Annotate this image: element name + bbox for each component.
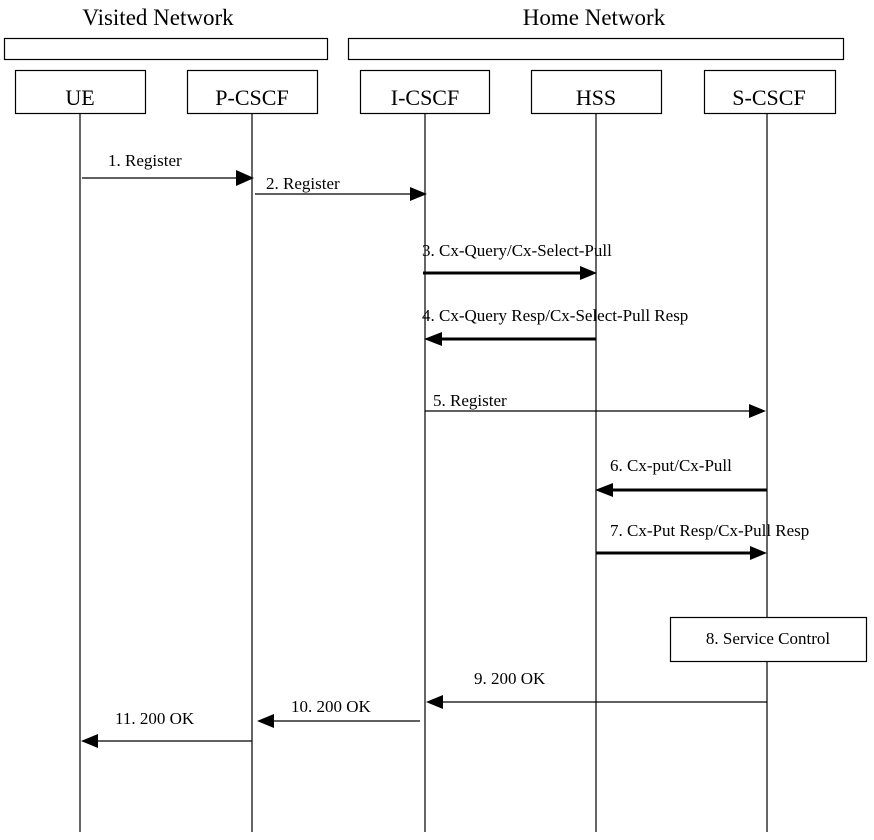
visited-network-title: Visited Network xyxy=(82,5,234,30)
message-10: 10. 200 OK xyxy=(257,697,420,728)
message-9: 9. 200 OK xyxy=(426,669,767,709)
message-11: 11. 200 OK xyxy=(81,709,252,748)
message-3-label: 3. Cx-Query/Cx-Select-Pull xyxy=(422,241,612,260)
message-10-arrowhead xyxy=(257,714,274,728)
service-control-box: 8. Service Control xyxy=(669,616,868,663)
message-10-label: 10. 200 OK xyxy=(291,697,372,716)
visited-network-bar xyxy=(3,37,329,61)
message-6-label: 6. Cx-put/Cx-Pull xyxy=(610,456,732,475)
message-1-label: 1. Register xyxy=(108,151,182,170)
message-7-label: 7. Cx-Put Resp/Cx-Pull Resp xyxy=(610,521,809,540)
message-1-arrowhead xyxy=(236,170,254,186)
message-9-label: 9. 200 OK xyxy=(474,669,546,688)
message-11-label: 11. 200 OK xyxy=(115,709,195,728)
entity-ue-label: UE xyxy=(65,85,94,110)
message-7: 7. Cx-Put Resp/Cx-Pull Resp xyxy=(596,521,809,560)
message-9-arrowhead xyxy=(426,695,443,709)
entity-s-cscf-label: S-CSCF xyxy=(732,85,805,110)
entity-i-cscf: I-CSCF xyxy=(359,69,491,115)
message-3: 3. Cx-Query/Cx-Select-Pull xyxy=(422,241,612,280)
message-5-arrowhead xyxy=(749,404,766,418)
home-network-bar xyxy=(347,37,845,61)
entity-p-cscf-label: P-CSCF xyxy=(215,85,288,110)
service-control-label: 8. Service Control xyxy=(706,629,830,648)
message-4-arrowhead xyxy=(424,332,442,346)
entity-ue: UE xyxy=(14,69,147,115)
entity-hss: HSS xyxy=(530,69,663,115)
message-1: 1. Register xyxy=(82,151,254,186)
entity-s-cscf: S-CSCF xyxy=(703,69,837,115)
message-2-label: 2. Register xyxy=(266,174,340,193)
entity-hss-label: HSS xyxy=(576,85,616,110)
entity-p-cscf: P-CSCF xyxy=(186,69,319,115)
message-4-label: 4. Cx-Query Resp/Cx-Select-Pull Resp xyxy=(422,306,688,325)
message-2-arrowhead xyxy=(410,187,427,201)
message-5-label: 5. Register xyxy=(433,391,507,410)
entity-i-cscf-label: I-CSCF xyxy=(391,85,459,110)
message-5: 5. Register xyxy=(425,391,766,418)
message-6: 6. Cx-put/Cx-Pull xyxy=(595,456,767,497)
message-4: 4. Cx-Query Resp/Cx-Select-Pull Resp xyxy=(422,306,688,346)
message-3-arrowhead xyxy=(580,266,597,280)
message-6-arrowhead xyxy=(595,483,613,497)
home-network-title: Home Network xyxy=(523,5,666,30)
message-11-arrowhead xyxy=(81,734,98,748)
message-2: 2. Register xyxy=(255,174,427,201)
message-7-arrowhead xyxy=(750,546,767,560)
